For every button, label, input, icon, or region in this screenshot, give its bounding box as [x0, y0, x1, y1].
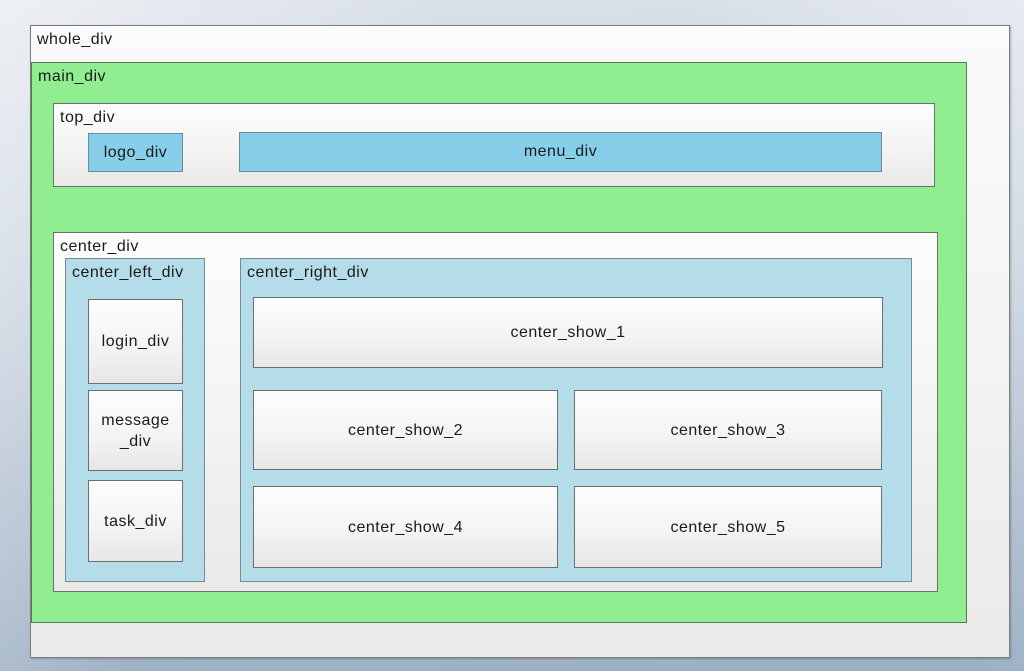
main-div-box: main_div top_div logo_div menu_div cente… — [31, 62, 967, 623]
login-div-box: login_div — [88, 299, 183, 384]
center-left-div-box: center_left_div login_div message _div t… — [65, 258, 205, 582]
message-div-box: message _div — [88, 390, 183, 471]
main-div-label: main_div — [38, 68, 107, 85]
whole-div-box: whole_div main_div top_div logo_div menu… — [30, 25, 1010, 658]
center-show-4-label: center_show_4 — [347, 518, 463, 536]
login-div-label: login_div — [101, 333, 170, 350]
top-div-label: top_div — [60, 109, 116, 126]
task-div-box: task_div — [88, 480, 183, 562]
center-show-4-box: center_show_4 — [253, 486, 558, 568]
center-show-3-box: center_show_3 — [574, 390, 882, 470]
menu-div-label: menu_div — [523, 143, 598, 160]
center-left-div-label: center_left_div — [72, 264, 184, 281]
center-show-2-label: center_show_2 — [347, 421, 463, 439]
logo-div-label: logo_div — [103, 143, 168, 161]
center-right-div-label: center_right_div — [247, 264, 369, 281]
center-div-box: center_div center_left_div login_div mes… — [53, 232, 938, 592]
logo-div-box: logo_div — [88, 133, 183, 172]
center-div-label: center_div — [60, 238, 139, 255]
message-div-label-line1: message — [101, 411, 170, 429]
center-right-div-box: center_right_div center_show_1 center_sh… — [240, 258, 912, 582]
top-div-box: top_div logo_div menu_div — [53, 103, 935, 187]
center-show-5-box: center_show_5 — [574, 486, 882, 568]
center-show-2-box: center_show_2 — [253, 390, 558, 470]
task-div-label: task_div — [104, 512, 167, 530]
center-show-3-label: center_show_3 — [670, 421, 786, 439]
center-show-5-label: center_show_5 — [670, 518, 786, 536]
message-div-label-line2: _div — [119, 432, 152, 450]
menu-div-box: menu_div — [239, 132, 882, 172]
whole-div-label: whole_div — [37, 31, 113, 48]
center-show-1-box: center_show_1 — [253, 297, 883, 368]
center-show-1-label: center_show_1 — [510, 324, 626, 341]
